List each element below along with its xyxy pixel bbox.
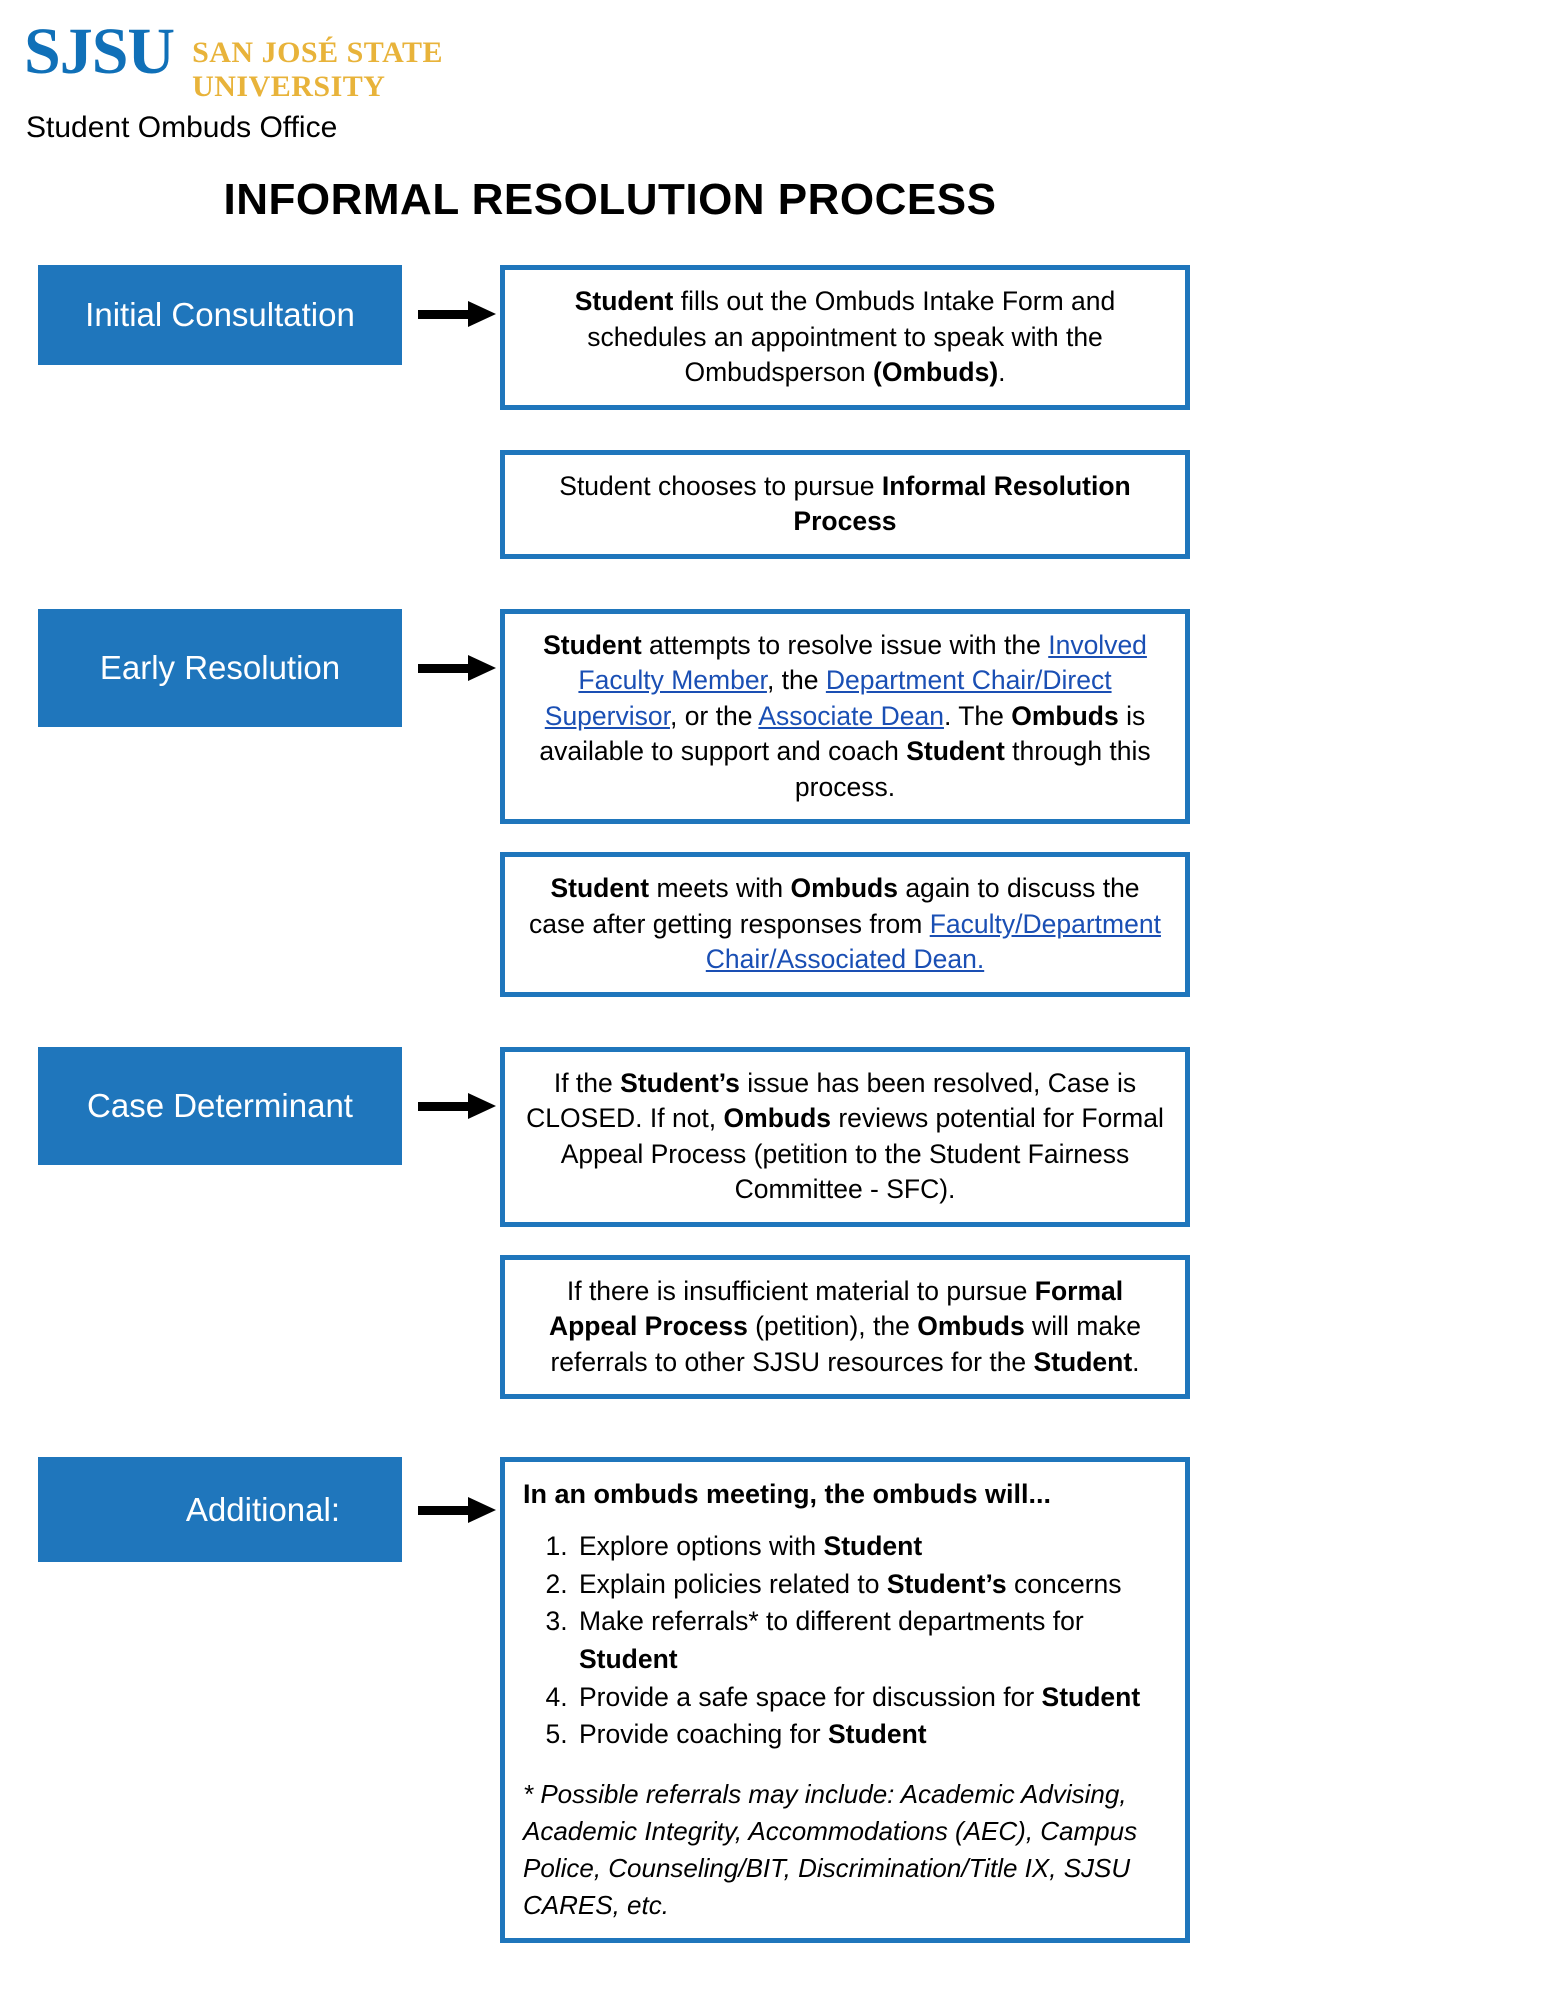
sjsu-logo: SJSU SAN JOSÉ STATE UNIVERSITY [24, 15, 724, 103]
list-item: Explain policies related to Student’s co… [575, 1566, 1167, 1604]
stage-label-col: Case Determinant [0, 1046, 500, 1165]
list-item: Make referrals* to different departments… [575, 1603, 1167, 1678]
text-box: Student fills out the Ombuds Intake Form… [500, 265, 1190, 410]
stage-box-case-determinant[interactable]: Case Determinant [38, 1046, 402, 1165]
arrow-right-icon [418, 1092, 496, 1119]
stage-label-col: Initial Consultation [0, 265, 500, 365]
text-box: Student meets with Ombuds again to discu… [500, 852, 1190, 997]
stage-row-additional: Additional: In an ombuds meeting, the om… [0, 1457, 1545, 1943]
additional-text-box: In an ombuds meeting, the ombuds will...… [500, 1457, 1190, 1943]
stage-content-col: Student fills out the Ombuds Intake Form… [500, 265, 1190, 559]
stage-label-col: Additional: [0, 1457, 500, 1562]
stage-row-initial-consultation: Initial Consultation Student fills out t… [0, 265, 1545, 559]
arrow-right-icon [418, 654, 496, 681]
process-diagram: Initial Consultation Student fills out t… [0, 265, 1545, 1943]
list-item: Provide a safe space for discussion for … [575, 1679, 1167, 1717]
page-title: INFORMAL RESOLUTION PROCESS [223, 175, 997, 224]
page-header: SJSU SAN JOSÉ STATE UNIVERSITY Student O… [24, 15, 724, 145]
stage-row-early-resolution: Early Resolution Student attempts to res… [0, 608, 1545, 997]
stage-box-early-resolution[interactable]: Early Resolution [38, 608, 402, 727]
stage-content-col: In an ombuds meeting, the ombuds will...… [500, 1457, 1190, 1943]
arrow-right-icon [418, 301, 496, 327]
sjsu-logo-text: SAN JOSÉ STATE UNIVERSITY [192, 22, 443, 103]
text-box: If the Student’s issue has been resolved… [500, 1046, 1190, 1227]
additional-list: Explore options with StudentExplain poli… [523, 1528, 1167, 1754]
additional-footnote: * Possible referrals may include: Academ… [523, 1778, 1138, 1920]
list-item: Provide coaching for Student [575, 1716, 1167, 1754]
sjsu-logo-line1: SAN JOSÉ STATE [192, 36, 444, 69]
stage-content-col: If the Student’s issue has been resolved… [500, 1046, 1190, 1399]
arrow-right-icon [418, 1497, 496, 1523]
stage-row-case-determinant: Case Determinant If the Student’s issue … [0, 1046, 1545, 1399]
text-box: If there is insufficient material to pur… [500, 1254, 1190, 1399]
stage-box-initial-consultation[interactable]: Initial Consultation [38, 265, 402, 365]
text-box: Student attempts to resolve issue with t… [500, 608, 1190, 824]
sjsu-logo-line2: UNIVERSITY [192, 69, 386, 103]
additional-headline: In an ombuds meeting, the ombuds will... [523, 1479, 1052, 1509]
stage-content-col: Student attempts to resolve issue with t… [500, 608, 1190, 997]
text-box: Student chooses to pursue Informal Resol… [500, 449, 1190, 559]
stage-label-col: Early Resolution [0, 608, 500, 727]
stage-box-additional[interactable]: Additional: [38, 1457, 402, 1562]
sjsu-wordmark-icon: SJSU [24, 15, 175, 88]
list-item: Explore options with Student [575, 1528, 1167, 1566]
office-name: Student Ombuds Office [26, 111, 338, 145]
